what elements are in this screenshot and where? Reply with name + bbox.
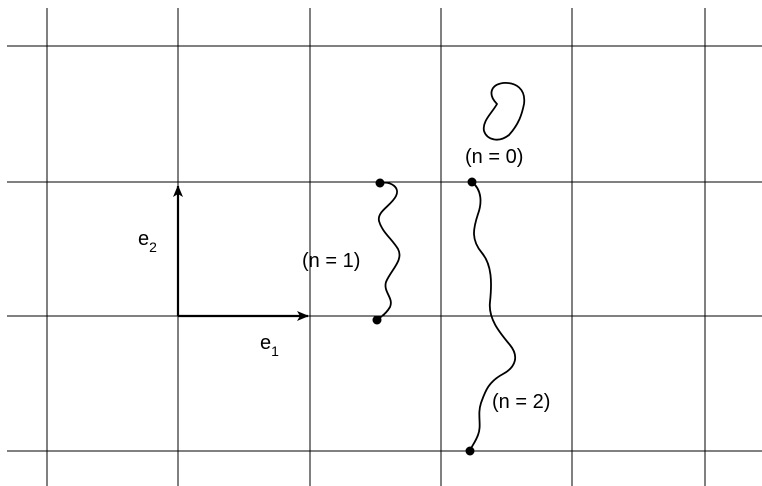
wavy-path: [469, 181, 517, 452]
curve-n0: (n = 0): [465, 82, 526, 168]
grid-lines: [7, 8, 762, 486]
curve-n1-label: (n = 1): [302, 250, 360, 272]
endpoint-dot: [467, 177, 477, 187]
closed-loop-path: [482, 82, 526, 141]
e2-label: e2: [138, 228, 157, 255]
curve-n1: (n = 1): [302, 178, 401, 325]
e1-label: e1: [260, 332, 279, 359]
endpoint-dot: [372, 315, 382, 325]
curve-n0-label: (n = 0): [465, 146, 523, 168]
endpoint-dot: [465, 446, 475, 456]
wavy-path: [377, 181, 401, 320]
endpoint-dot: [375, 178, 385, 188]
curve-n2-label: (n = 2): [492, 391, 550, 413]
basis-vectors: e1 e2: [138, 185, 309, 359]
curve-n2: (n = 2): [465, 177, 550, 456]
